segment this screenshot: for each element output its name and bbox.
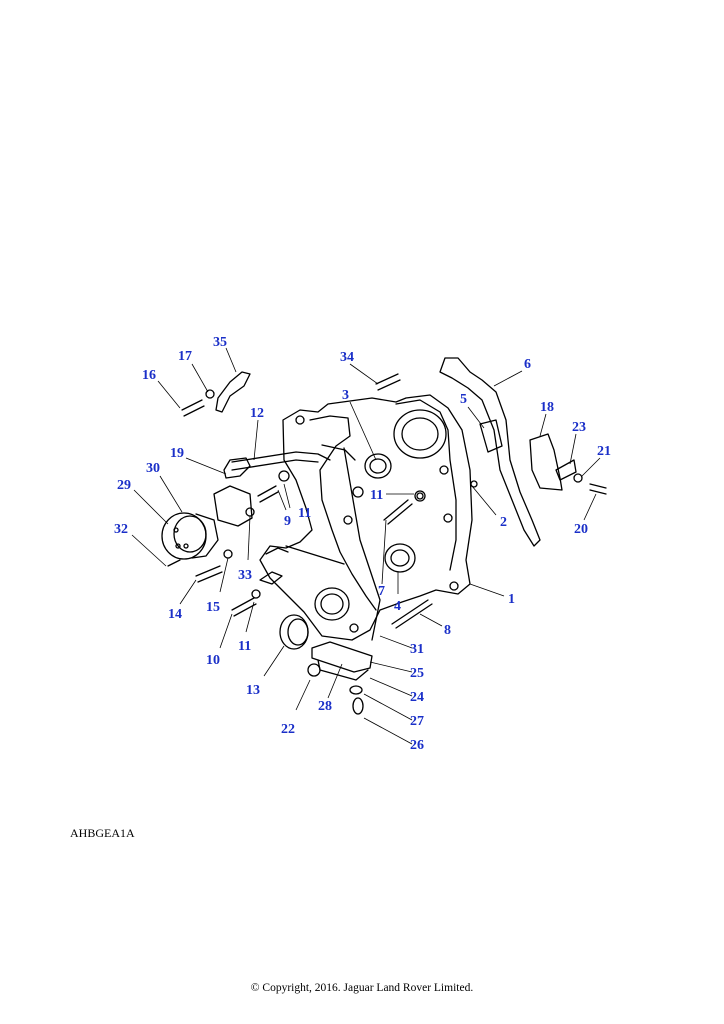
callout-11-middle: 11 [298,506,311,521]
callout-14: 14 [168,607,182,622]
part-illustration [161,357,607,715]
callout-26: 26 [410,738,424,753]
callout-31: 31 [410,642,424,657]
bore-lower [314,587,350,621]
callout-21: 21 [597,444,611,459]
callout-labels: 1 2 3 4 5 6 7 8 9 10 11 11 11 12 13 14 1… [114,335,611,753]
timing-cover-outline [259,394,473,641]
callout-13: 13 [246,683,260,698]
callout-11-lower: 11 [238,639,251,654]
callout-35: 35 [213,335,227,350]
callout-3: 3 [342,388,349,403]
callout-27: 27 [410,714,424,729]
callout-23: 23 [572,420,586,435]
callout-22: 22 [281,722,295,737]
callout-10: 10 [206,653,220,668]
diagram-code: AHBGEA1A [70,826,135,840]
bore-mid [384,543,416,573]
callout-2: 2 [500,515,507,530]
callout-30: 30 [146,461,160,476]
callout-19: 19 [170,446,184,461]
gasket [439,357,541,547]
callout-28: 28 [318,699,332,714]
callout-8: 8 [444,623,451,638]
callout-7: 7 [378,584,385,599]
callout-17: 17 [178,349,192,364]
callout-20: 20 [574,522,588,537]
callout-16: 16 [142,368,156,383]
callout-12: 12 [250,406,264,421]
bore-upper-right [393,409,447,459]
copyright-notice: © Copyright, 2016. Jaguar Land Rover Lim… [250,982,474,994]
callout-33: 33 [238,568,252,583]
plate [311,641,373,673]
callout-15: 15 [206,600,220,615]
callout-5: 5 [460,392,467,407]
callout-29: 29 [117,478,131,493]
callout-24: 24 [410,690,424,705]
callout-32: 32 [114,522,128,537]
callout-11-upper: 11 [370,488,383,503]
callout-1: 1 [508,592,515,607]
timing-cover-inner [309,415,377,611]
bracket [529,433,563,491]
leader-lines [131,347,601,745]
pipe [231,451,331,463]
callout-18: 18 [540,400,554,415]
callout-4: 4 [394,599,401,614]
callout-9: 9 [284,514,291,529]
bore-upper [364,453,392,479]
callout-25: 25 [410,666,424,681]
callout-6: 6 [524,357,531,372]
callout-34: 34 [340,350,354,365]
